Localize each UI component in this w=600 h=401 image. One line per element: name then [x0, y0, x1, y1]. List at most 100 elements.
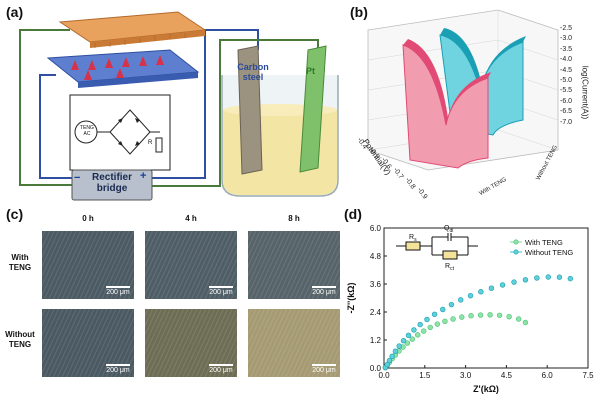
y-tick-label: 2.4 — [370, 308, 382, 317]
ytick: -3.5 — [560, 45, 573, 53]
panel-c-label: (c) — [6, 206, 24, 222]
point-without-teng — [392, 348, 399, 354]
ytick: -7.0 — [560, 118, 573, 126]
point-with-teng — [434, 321, 441, 327]
row-label-without: Without TENG — [5, 330, 35, 349]
y-tick-label: 1.2 — [370, 336, 382, 345]
carbon-steel-label: Carbon steel — [228, 62, 278, 82]
carbon-line2: steel — [242, 72, 264, 82]
x-axis-label: Z'(kΩ) — [473, 384, 499, 394]
point-without-teng — [431, 311, 438, 318]
point-with-teng — [427, 324, 433, 331]
wire-blue-left — [39, 74, 72, 179]
ytick: -3.0 — [560, 35, 573, 43]
point-without-teng — [545, 274, 551, 280]
scale-bar: 200 μm — [312, 364, 336, 374]
point-without-teng — [411, 327, 417, 333]
micrograph-image: 200 μm — [42, 231, 134, 299]
col-label-0h: 0 h — [82, 214, 94, 223]
rectifier-line1: Rectifier — [91, 172, 132, 183]
diode-bridge-icon — [109, 109, 151, 155]
panel-b-3d-plot — [367, 9, 559, 171]
ytick: -5.0 — [560, 77, 573, 85]
resistor-label: R — [148, 140, 153, 146]
panel-a-label: (a) — [6, 4, 24, 20]
y-tick-label: 4.8 — [370, 252, 382, 261]
scale-bar-text: 200 μm — [209, 289, 233, 296]
legend-marker — [513, 249, 519, 255]
scale-bar-line — [209, 364, 233, 366]
rectifier-line2: bridge — [96, 183, 128, 194]
circuit-rs-resistor — [405, 241, 421, 251]
scale-bar-line — [209, 286, 233, 288]
point-without-teng — [478, 288, 484, 295]
panel-a-schematic — [19, 11, 339, 201]
y-tick-label: 0.0 — [370, 364, 382, 373]
point-with-teng — [421, 328, 427, 334]
point-without-teng — [499, 282, 506, 288]
point-with-teng — [450, 316, 456, 322]
point-without-teng — [567, 275, 574, 282]
point-with-teng — [415, 332, 421, 338]
point-without-teng — [396, 343, 402, 349]
ytick: -2.5 — [560, 25, 573, 32]
panel-d-label: (d) — [344, 206, 362, 222]
resistor-icon — [155, 137, 163, 153]
col-label-8h: 8 h — [288, 214, 300, 223]
carbon-line1: Carbon — [237, 62, 269, 72]
plot-frame — [383, 227, 589, 369]
point-without-teng — [405, 332, 412, 339]
scale-bar: 200 μm — [106, 286, 130, 296]
pt-label: Pt — [306, 66, 315, 76]
scale-bar-text: 200 μm — [209, 367, 233, 374]
scale-bar-text: 200 μm — [106, 367, 130, 374]
scale-bar-line — [106, 286, 130, 288]
point-with-teng — [522, 319, 529, 326]
rectifier-box — [71, 169, 153, 201]
circuit-rs-label: Rs — [409, 234, 417, 243]
micrograph-image: 200 μm — [42, 309, 134, 377]
scale-bar-line — [312, 364, 336, 366]
panel-b-ylabel: log(Current(A)) — [580, 65, 590, 120]
micrograph-image: 200 μm — [248, 231, 340, 299]
x-tick-label: 4.5 — [501, 371, 513, 380]
legend-label: With TENG — [525, 238, 563, 247]
ytick: -4.5 — [560, 66, 573, 74]
panel-b-label: (b) — [350, 4, 368, 20]
point-without-teng — [400, 338, 407, 344]
y-tick-label: 3.6 — [370, 280, 382, 289]
circuit-rct-label: Rct — [445, 263, 455, 272]
x-tick-label: 1.5 — [419, 371, 431, 380]
x-tick-label: 0.0 — [378, 371, 390, 380]
micrograph-image: 200 μm — [145, 231, 237, 299]
point-with-teng — [404, 340, 411, 346]
row-label-with: With TENG — [8, 253, 32, 272]
teng-ac-label: TENG AC — [80, 125, 94, 137]
col-label-4h: 4 h — [185, 214, 197, 223]
wire-green-right — [150, 39, 319, 187]
point-without-teng — [556, 274, 563, 280]
point-with-teng — [409, 336, 415, 342]
micrograph-image: 200 μm — [248, 309, 340, 377]
carbon-steel-electrode — [237, 45, 263, 175]
circuit-qdl-label: Qdl — [444, 225, 453, 234]
point-with-teng — [459, 314, 465, 320]
scale-bar: 200 μm — [209, 286, 233, 296]
scale-bar: 200 μm — [106, 364, 130, 374]
y-tick-label: 6.0 — [370, 224, 382, 233]
y-axis-label: -Z''(kΩ) — [346, 283, 356, 314]
point-with-teng — [468, 313, 474, 319]
point-with-teng — [496, 312, 503, 318]
point-without-teng — [488, 285, 495, 291]
scale-bar: 200 μm — [209, 364, 233, 374]
point-with-teng — [442, 318, 448, 325]
x-tick-label: 3.0 — [460, 371, 472, 380]
scale-bar: 200 μm — [312, 286, 336, 296]
point-without-teng — [458, 297, 464, 303]
panel-b-yticks: -2.5 -3.0 -3.5 -4.0 -4.5 -5.0 -5.5 -6.0 … — [560, 24, 588, 128]
x-tick-label: 7.5 — [582, 371, 594, 380]
scale-bar-text: 200 μm — [312, 367, 336, 374]
point-with-teng — [477, 312, 484, 318]
legend-label: Without TENG — [525, 248, 573, 257]
